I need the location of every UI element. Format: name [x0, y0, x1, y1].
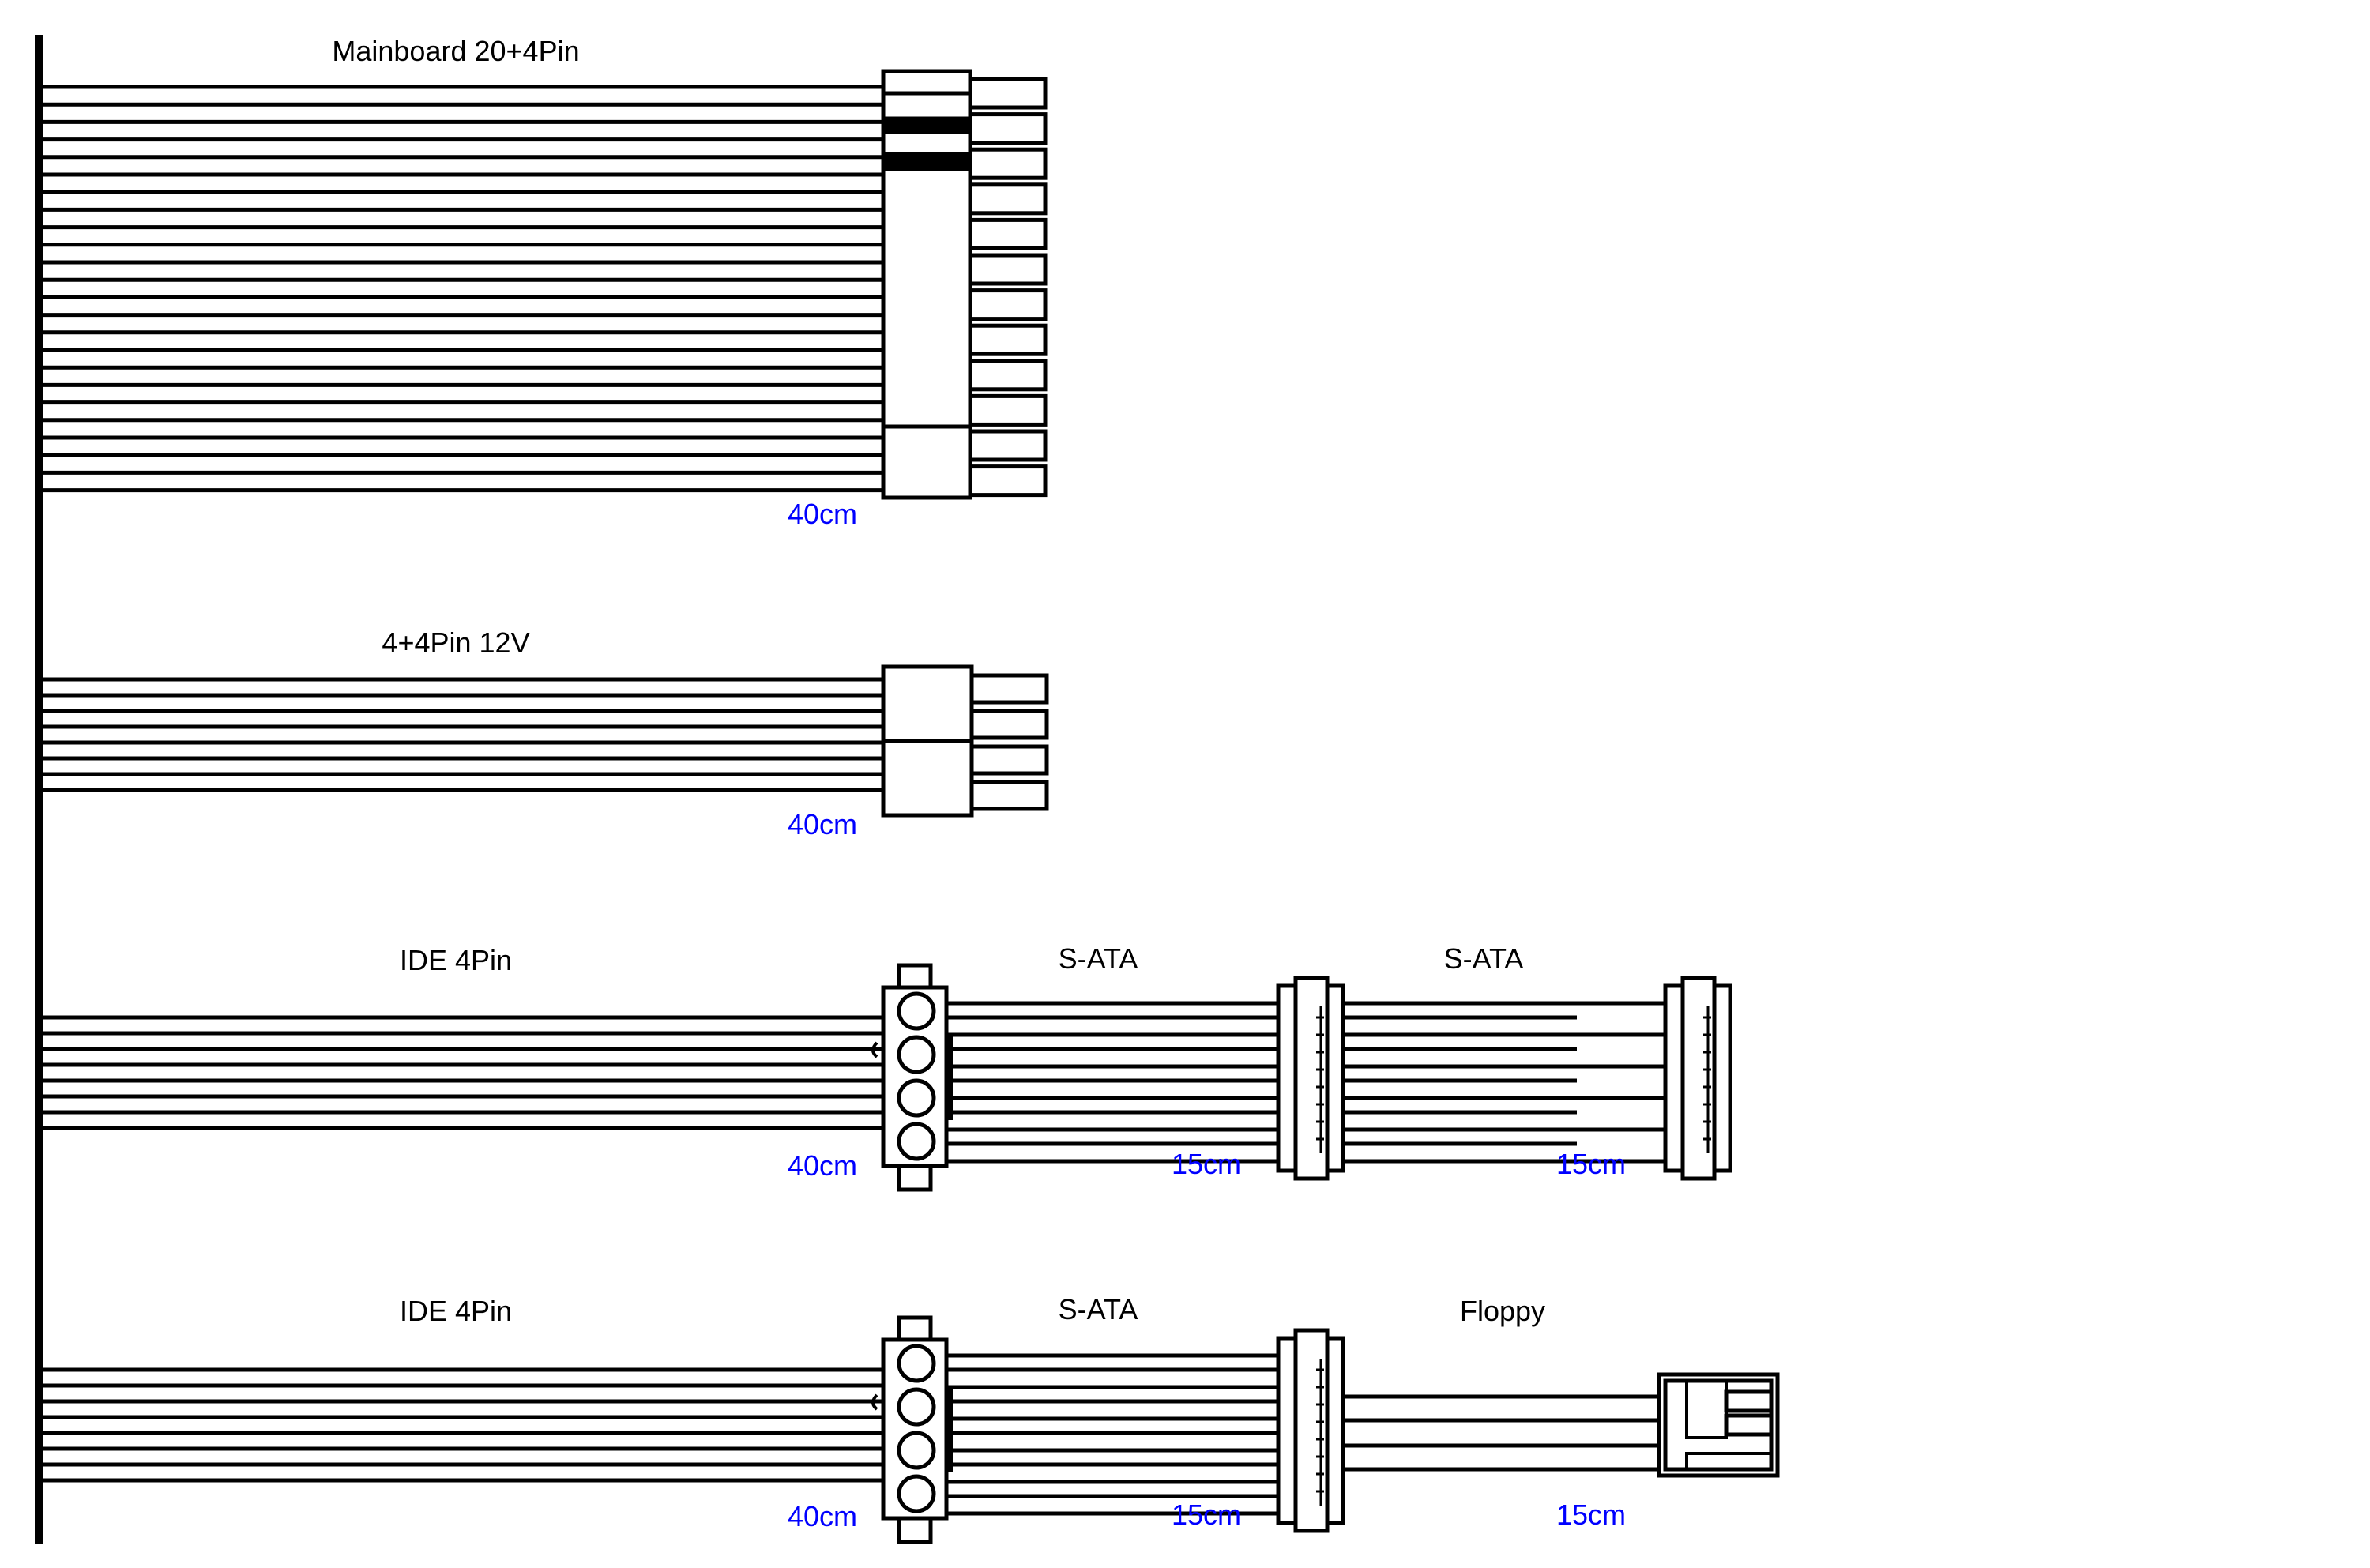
- mainboard-pin: [968, 464, 1048, 498]
- molex-pin: [897, 1035, 936, 1074]
- ide-cable-length-1: 40cm: [788, 1149, 857, 1182]
- eps12v-pin: [969, 780, 1049, 811]
- mainboard-connector-label: Mainboard 20+4Pin: [332, 35, 579, 67]
- ide-connector-label-2: IDE 4Pin: [400, 1295, 512, 1327]
- molex-latch: [871, 1041, 878, 1058]
- eps12v-cable: [43, 664, 1049, 818]
- eps12v-connector-label: 4+4Pin 12V: [382, 626, 529, 659]
- mainboard-latch-band: [883, 152, 970, 171]
- mainboard-pin: [968, 112, 1048, 145]
- molex-tab-top: [897, 1315, 933, 1344]
- sata-cable-length-1b: 15cm: [1556, 1148, 1626, 1180]
- mainboard-pin: [968, 77, 1048, 110]
- sata-connector-inner: [1680, 976, 1717, 1181]
- molex-pin: [897, 1387, 936, 1427]
- mainboard-pin: [968, 182, 1048, 216]
- mainboard-pin: [968, 217, 1048, 250]
- sata-cable-length-1a: 15cm: [1172, 1148, 1241, 1180]
- molex-side-rib: [945, 1386, 953, 1472]
- mainboard-pin: [968, 429, 1048, 462]
- mainboard-pin: [968, 393, 1048, 427]
- mainboard-pin: [968, 359, 1048, 392]
- sata-cable-length-2a: 15cm: [1172, 1498, 1241, 1531]
- sata-connector-label-2a: S-ATA: [1059, 1293, 1138, 1325]
- molex-pin: [897, 1122, 936, 1161]
- mainboard-latch-band: [883, 120, 970, 134]
- mainboard-pin: [968, 323, 1048, 356]
- eps12v-pin: [969, 673, 1049, 705]
- mainboard-pin: [968, 253, 1048, 286]
- psu-bus-bar: [35, 35, 43, 1544]
- eps12v-cable-length: 40cm: [788, 808, 857, 840]
- mainboard-cable-length: 40cm: [788, 498, 857, 530]
- mainboard-connector-body: [881, 69, 972, 500]
- sata-connector-label-1b: S-ATA: [1444, 942, 1524, 975]
- floppy-cable-length: 15cm: [1556, 1498, 1626, 1531]
- sata-connector-inner: [1293, 1328, 1330, 1533]
- molex-pin: [897, 1431, 936, 1470]
- molex-side-rib: [945, 1033, 953, 1120]
- molex-tab-bottom: [897, 1516, 933, 1544]
- floppy-pin: [1724, 1413, 1774, 1437]
- ide-sata-floppy-cable: [43, 1315, 1780, 1544]
- sata-connector-label-1a: S-ATA: [1059, 942, 1138, 975]
- molex-tab-bottom: [897, 1164, 933, 1192]
- ide-connector-label-1: IDE 4Pin: [400, 944, 512, 976]
- molex-pin: [897, 991, 936, 1031]
- floppy-key: [1685, 1452, 1771, 1469]
- molex-pin: [897, 1078, 936, 1118]
- molex-pin: [897, 1344, 936, 1383]
- molex-latch: [871, 1393, 878, 1411]
- mainboard-pin: [968, 288, 1048, 321]
- ide-sata-sata-cable: [43, 963, 1732, 1192]
- eps12v-pin: [969, 744, 1049, 776]
- mainboard-pin: [968, 147, 1048, 180]
- mainboard-cable: [43, 69, 1048, 500]
- floppy-connector-label: Floppy: [1460, 1295, 1545, 1327]
- sata-connector-inner: [1293, 976, 1330, 1181]
- floppy-pin: [1724, 1389, 1774, 1413]
- ide-cable-length-2: 40cm: [788, 1500, 857, 1532]
- psu-main-bus: [35, 35, 43, 1544]
- eps12v-pin: [969, 709, 1049, 740]
- molex-pin: [897, 1474, 936, 1513]
